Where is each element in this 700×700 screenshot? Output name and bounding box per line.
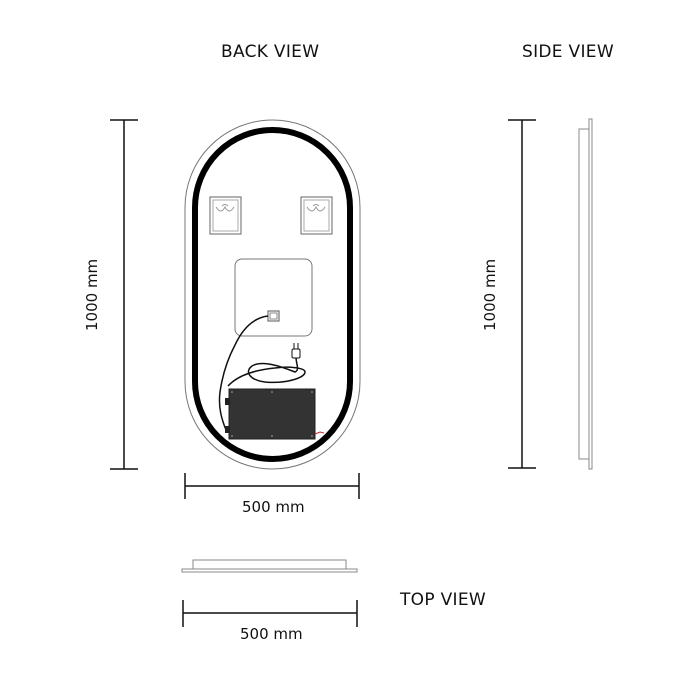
top-view-title: TOP VIEW	[400, 590, 487, 610]
side-height-label: 1000 mm	[481, 258, 499, 331]
power-cord	[227, 356, 306, 387]
mirror-outer-outline	[184, 119, 361, 470]
switch-wire	[218, 315, 269, 431]
top-width-label: 500 mm	[240, 625, 303, 643]
touch-panel	[234, 258, 313, 337]
led-driver-box	[225, 388, 325, 440]
side-height-dimension	[508, 119, 536, 469]
led-strip	[192, 127, 353, 462]
back-height-label: 1000 mm	[83, 258, 101, 331]
back-height-dimension	[110, 119, 138, 470]
back-view-mirror	[184, 119, 361, 470]
touch-switch-icon	[267, 310, 280, 322]
mounting-bracket-left	[209, 196, 242, 235]
power-plug-icon	[291, 343, 301, 359]
side-view-title: SIDE VIEW	[522, 42, 614, 62]
back-width-dimension	[184, 473, 360, 499]
side-view-profile	[578, 118, 593, 470]
back-width-label: 500 mm	[242, 498, 305, 516]
top-width-dimension	[182, 600, 358, 627]
top-view-profile	[181, 559, 358, 573]
mounting-bracket-right	[300, 196, 333, 235]
back-view-title: BACK VIEW	[221, 42, 320, 62]
